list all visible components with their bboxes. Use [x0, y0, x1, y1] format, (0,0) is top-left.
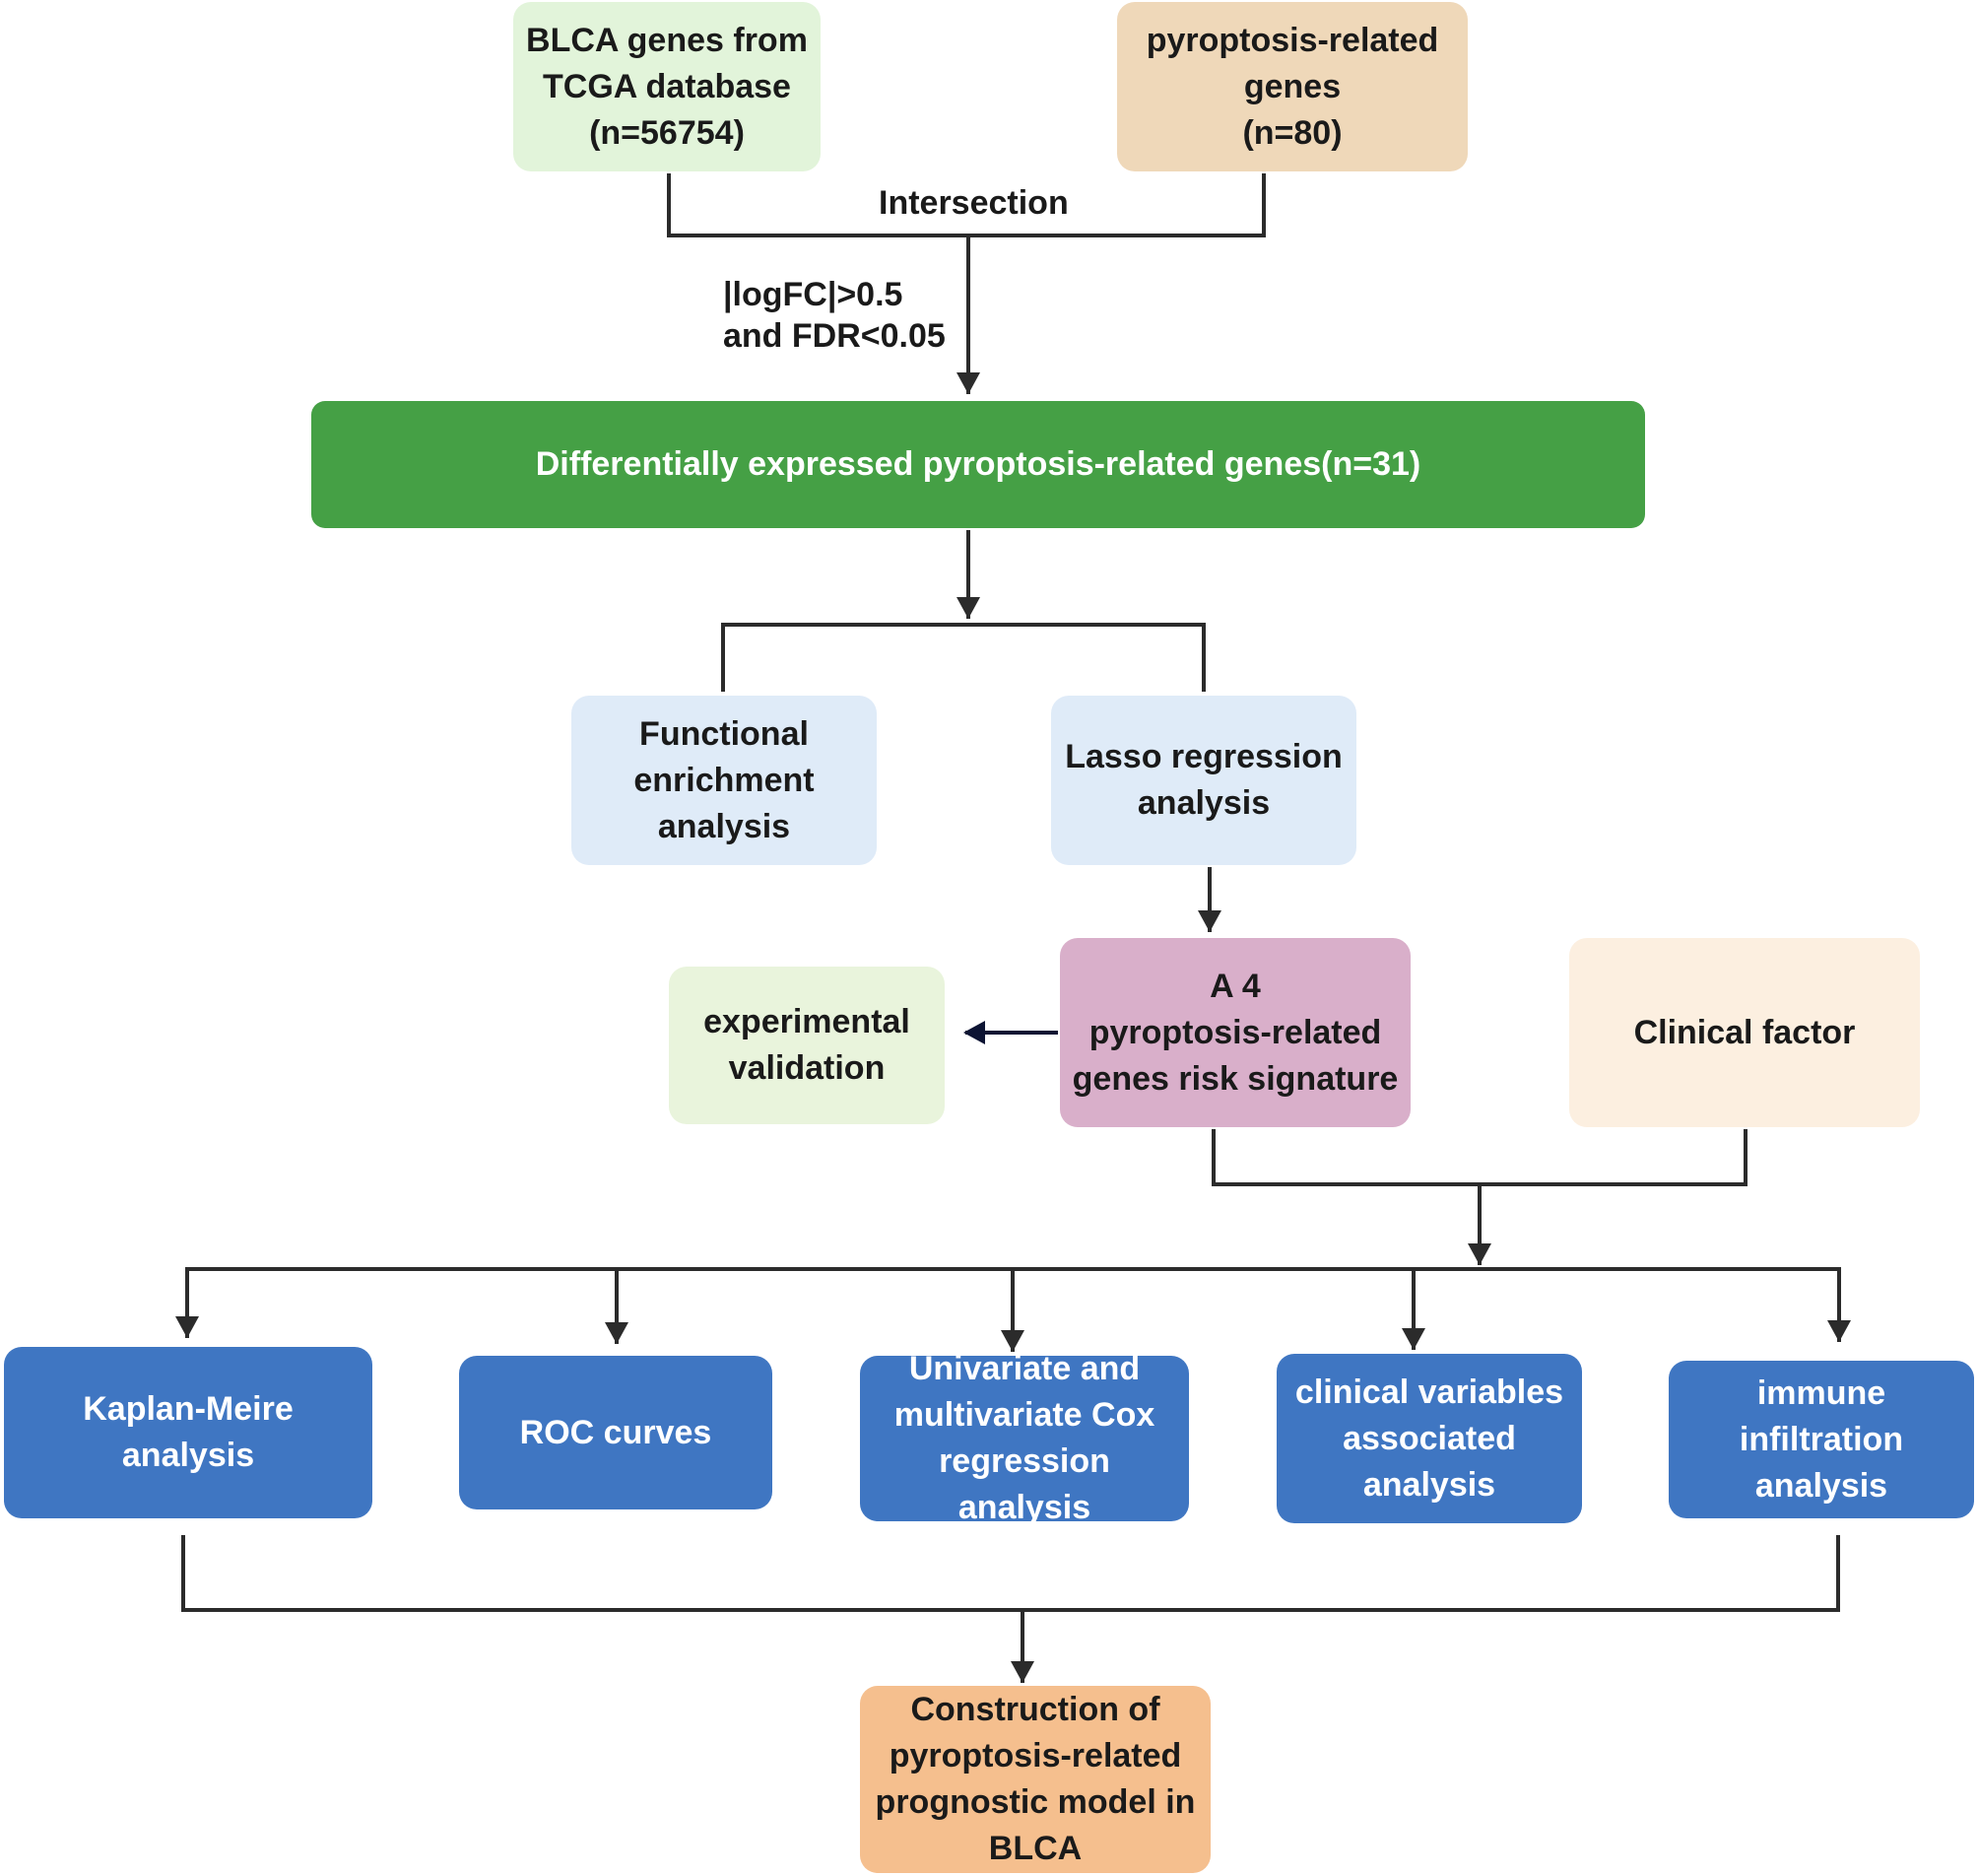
cox-regression-box: Univariate and multivariate Cox regressi…	[860, 1350, 1189, 1526]
clinical-variables-box: clinical variables associated analysis	[1277, 1354, 1582, 1523]
bottom-bracket	[181, 1535, 1840, 1612]
experimental-validation-box: experimental validation	[669, 967, 945, 1124]
functional-enrichment-box: Functional enrichment analysis	[571, 696, 877, 865]
tcga-genes-box: BLCA genes from TCGA database (n=56754)	[513, 2, 821, 171]
roc-curves-box: ROC curves	[459, 1356, 772, 1509]
split-bracket	[721, 623, 1206, 692]
clinical-factor-box: Clinical factor	[1569, 938, 1920, 1127]
kaplan-meier-box: Kaplan-Meire analysis	[4, 1347, 372, 1518]
lasso-regression-box: Lasso regression analysis	[1051, 696, 1356, 865]
differential-genes-box: Differentially expressed pyroptosis-rela…	[311, 401, 1645, 528]
prognostic-model-box: Construction of pyroptosis-related progn…	[860, 1686, 1211, 1873]
risk-signature-box: A 4 pyroptosis-related genes risk signat…	[1060, 938, 1411, 1127]
filter-criteria-label: |logFC|>0.5 and FDR<0.05	[723, 276, 946, 355]
merge-bracket	[1212, 1129, 1747, 1186]
immune-infiltration-box: immune infiltration analysis	[1669, 1361, 1974, 1518]
pyroptosis-genes-box: pyroptosis-related genes (n=80)	[1117, 2, 1468, 171]
intersection-label: Intersection	[879, 184, 1069, 222]
